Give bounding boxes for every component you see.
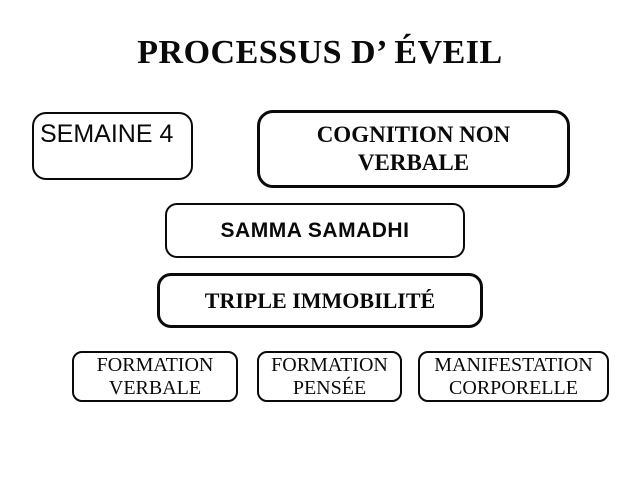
box-formation-verbale-label: FORMATION VERBALE [96, 353, 214, 399]
slide-title: PROCESSUS D’ ÉVEIL [137, 34, 503, 71]
box-formation-verbale: FORMATION VERBALE [72, 351, 238, 402]
box-cognition-non-verbale-label: COGNITION NON VERBALE [316, 122, 511, 175]
box-samma-samadhi-label: SAMMA SAMADHI [220, 218, 410, 242]
box-samma-samadhi: SAMMA SAMADHI [165, 203, 465, 258]
box-semaine-4: SEMAINE 4 [32, 112, 193, 180]
box-semaine-4-label: SEMAINE 4 [40, 120, 174, 148]
box-formation-pensee-label: FORMATION PENSÉE [271, 353, 388, 399]
box-manifestation-corporelle-label: MANIFESTATION CORPORELLE [434, 353, 593, 399]
box-triple-immobilite-label: TRIPLE IMMOBILITÉ [204, 287, 436, 313]
box-formation-pensee: FORMATION PENSÉE [257, 351, 402, 402]
box-triple-immobilite: TRIPLE IMMOBILITÉ [157, 273, 483, 328]
box-manifestation-corporelle: MANIFESTATION CORPORELLE [418, 351, 609, 402]
box-cognition-non-verbale: COGNITION NON VERBALE [257, 110, 570, 188]
